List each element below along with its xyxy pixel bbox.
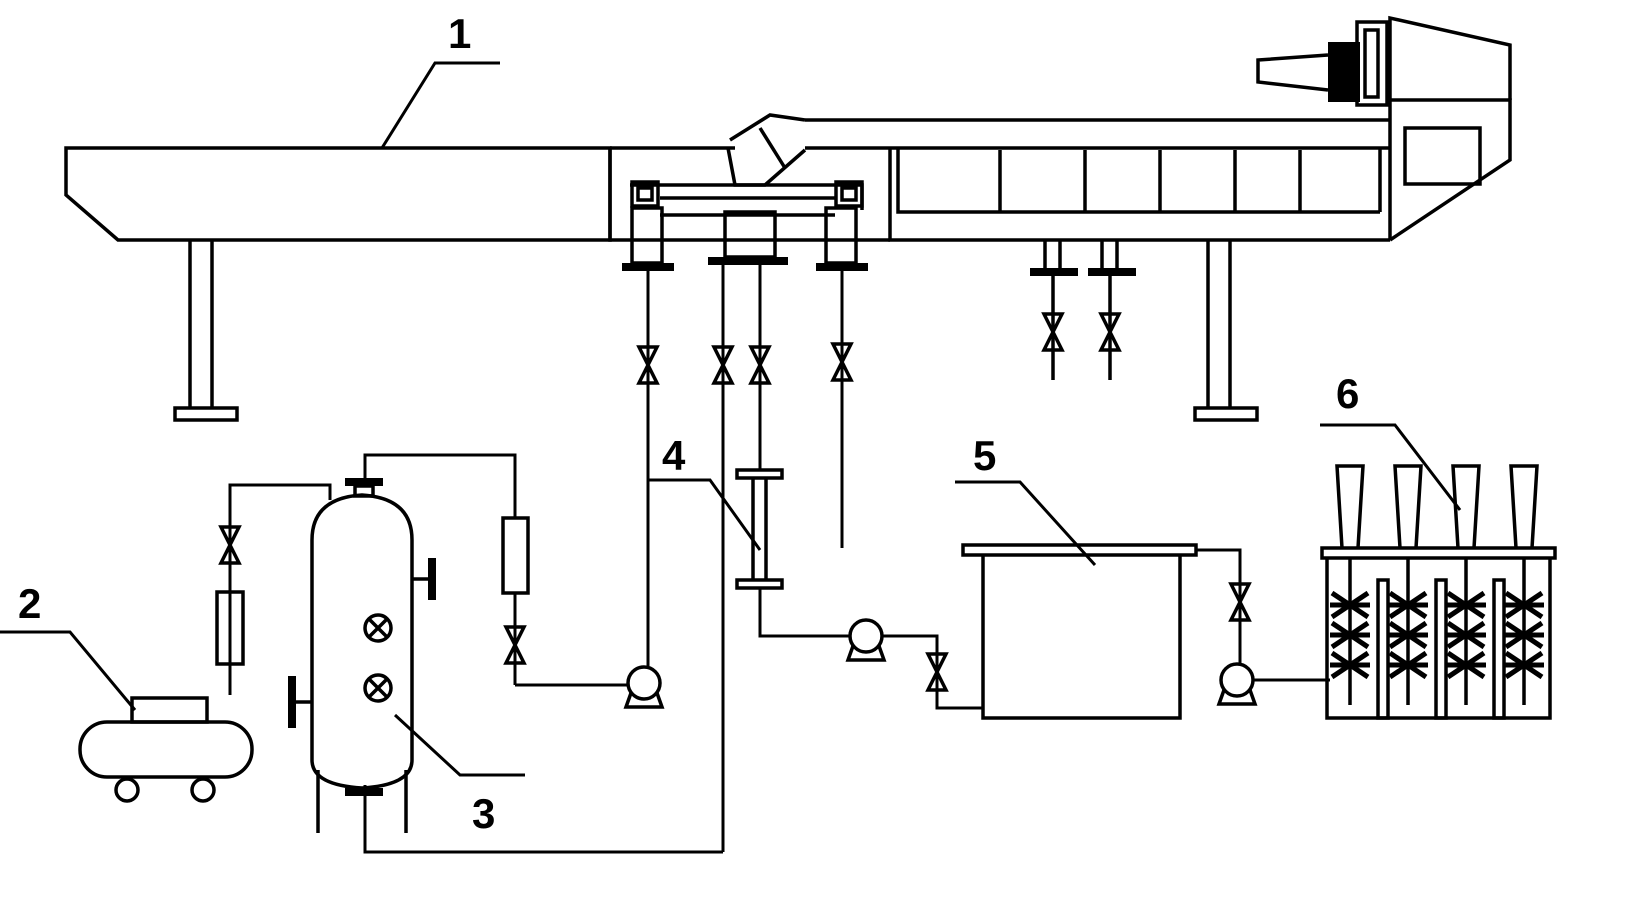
pump-icon	[624, 665, 664, 709]
pump-icon	[846, 618, 886, 662]
nozzle-array	[1320, 464, 1557, 720]
main-machine	[64, 15, 1512, 422]
nozzle-icon	[1393, 464, 1423, 550]
air-compressor	[78, 696, 254, 803]
nozzle-icon	[1335, 464, 1365, 550]
label-4: 4	[662, 432, 686, 479]
pump-icon	[1217, 662, 1257, 706]
label-3: 3	[472, 790, 495, 837]
label-2: 2	[18, 580, 41, 627]
collection-tank	[961, 543, 1198, 720]
sight-glass-icon	[363, 673, 393, 703]
pressure-vessel	[288, 478, 436, 833]
piping	[215, 265, 1330, 854]
sight-glass-icon	[363, 613, 393, 643]
label-6: 6	[1336, 370, 1359, 417]
label-1: 1	[448, 10, 471, 57]
leader-lines	[0, 61, 1462, 777]
label-5: 5	[973, 432, 996, 479]
nozzle-icon	[1509, 464, 1539, 550]
